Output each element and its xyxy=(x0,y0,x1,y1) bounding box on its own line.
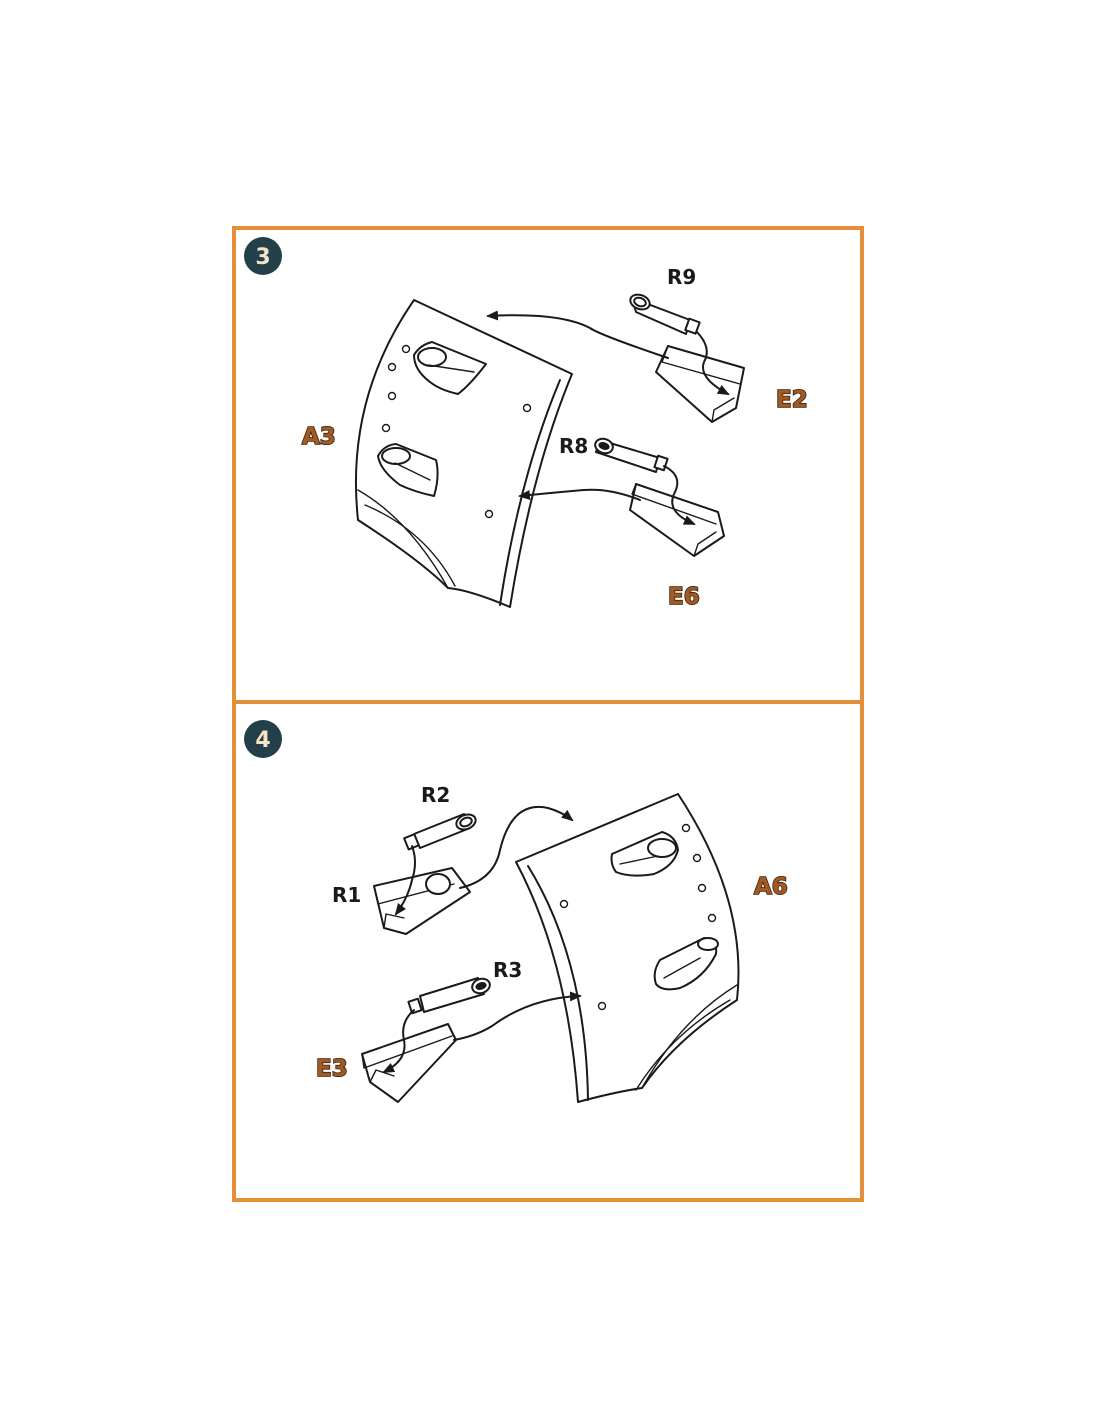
step-4-badge: 4 xyxy=(244,720,282,758)
tube-r8-drawing xyxy=(594,437,669,473)
label-r3: R3 xyxy=(493,958,522,982)
label-e2: E2 xyxy=(776,387,808,413)
tube-r3-drawing xyxy=(407,977,491,1015)
arrow-r3-to-e3 xyxy=(382,1009,415,1073)
panel-a3-drawing xyxy=(355,299,573,608)
label-e3: E3 xyxy=(316,1056,348,1082)
step-3-number: 3 xyxy=(255,245,270,270)
arrow-e6-to-a3 xyxy=(518,488,641,501)
step-3-panel: 3 xyxy=(232,226,864,704)
label-a3: A3 xyxy=(302,424,336,450)
insert-e3-drawing xyxy=(361,1023,457,1103)
step-4-panel: 4 xyxy=(232,700,864,1202)
tube-r9-drawing xyxy=(629,293,701,335)
arrow-r9-to-e2 xyxy=(696,331,730,395)
arrow-r1-to-a6 xyxy=(459,805,574,889)
panel-a6-drawing xyxy=(515,793,740,1103)
step-4-frame xyxy=(232,700,864,1202)
label-e6: E6 xyxy=(668,584,700,610)
insert-r1-drawing xyxy=(373,867,471,935)
arrow-r8-to-e6 xyxy=(663,465,696,525)
label-r2: R2 xyxy=(421,783,450,807)
insert-e2-drawing xyxy=(655,345,745,423)
step-3-badge: 3 xyxy=(244,237,282,275)
arrow-e3-to-a6 xyxy=(453,991,582,1041)
tube-r2-drawing xyxy=(403,813,477,851)
arrow-r2-to-r1 xyxy=(394,845,416,916)
label-r9: R9 xyxy=(667,265,696,289)
insert-e6-drawing xyxy=(629,483,725,557)
label-r8: R8 xyxy=(559,434,588,458)
label-a6: A6 xyxy=(754,874,788,900)
arrow-e2-to-a3 xyxy=(486,310,669,359)
step-3-frame xyxy=(232,226,864,704)
step-4-number: 4 xyxy=(255,728,270,753)
label-r1: R1 xyxy=(332,883,361,907)
